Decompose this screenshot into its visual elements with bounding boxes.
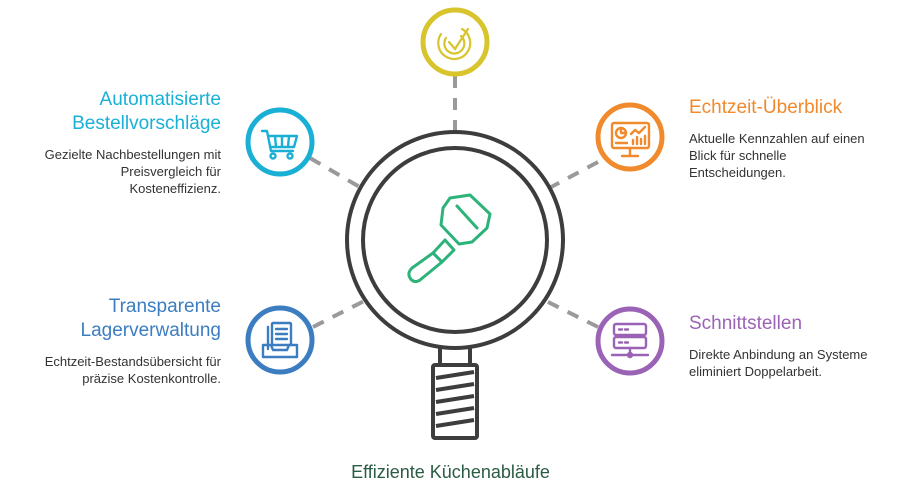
left-top-title-line1: Automatisierte	[99, 89, 221, 110]
diagram-caption: Effiziente Küchenabläufe	[351, 462, 550, 482]
monitor-chart-icon	[595, 102, 665, 172]
server-icon	[595, 306, 665, 376]
left-bottom-block: Transparente Lagerverwaltung Echtzeit-Be…	[0, 295, 221, 387]
right-bottom-description: Direkte Anbindung an Systeme eliminiert …	[689, 346, 899, 380]
left-top-desc-line3: Kosteneffizienz.	[129, 181, 221, 196]
check-target-icon	[420, 7, 490, 77]
left-bottom-title: Transparente Lagerverwaltung	[0, 295, 221, 343]
left-bottom-desc-line2: präzise Kostenkontrolle.	[82, 371, 221, 386]
shopping-cart-icon	[245, 107, 315, 177]
spatula-icon	[407, 193, 492, 284]
right-top-title: Echtzeit-Überblick	[689, 97, 843, 118]
right-top-description: Aktuelle Kennzahlen auf einen Blick für …	[689, 130, 899, 181]
left-bottom-title-line2: Lagerverwaltung	[80, 320, 221, 341]
right-bottom-desc-line2: eliminiert Doppelarbeit.	[689, 364, 822, 379]
right-top-block: Echtzeit-Überblick Aktuelle Kennzahlen a…	[689, 96, 899, 181]
right-bottom-title: Schnittstellen	[689, 313, 803, 334]
left-top-description: Gezielte Nachbestellungen mit Preisvergl…	[0, 146, 221, 197]
right-top-desc-line3: Entscheidungen.	[689, 165, 786, 180]
left-bottom-description: Echtzeit-Bestandsübersicht für präzise K…	[0, 353, 221, 387]
left-top-desc-line2: Preisvergleich für	[120, 164, 221, 179]
left-bottom-desc-line1: Echtzeit-Bestandsübersicht für	[44, 354, 221, 369]
connector-left-top	[308, 156, 372, 195]
left-top-title-line2: Bestellvorschläge	[72, 113, 221, 134]
left-bottom-title-line1: Transparente	[108, 296, 221, 317]
right-bottom-block: Schnittstellen Direkte Anbindung an Syst…	[689, 312, 899, 380]
document-tray-icon	[245, 305, 315, 375]
left-top-block: Automatisierte Bestellvorschläge Gezielt…	[0, 88, 221, 197]
right-top-desc-line1: Aktuelle Kennzahlen auf einen	[689, 131, 865, 146]
right-bottom-desc-line1: Direkte Anbindung an Systeme	[689, 347, 868, 362]
connector-right-bottom	[537, 295, 599, 329]
left-top-title: Automatisierte Bestellvorschläge	[0, 88, 221, 136]
left-top-desc-line1: Gezielte Nachbestellungen mit	[44, 147, 221, 162]
connector-left-bottom	[312, 295, 373, 329]
magnifier-handle	[431, 343, 479, 440]
right-top-desc-line2: Blick für schnelle	[689, 148, 787, 163]
